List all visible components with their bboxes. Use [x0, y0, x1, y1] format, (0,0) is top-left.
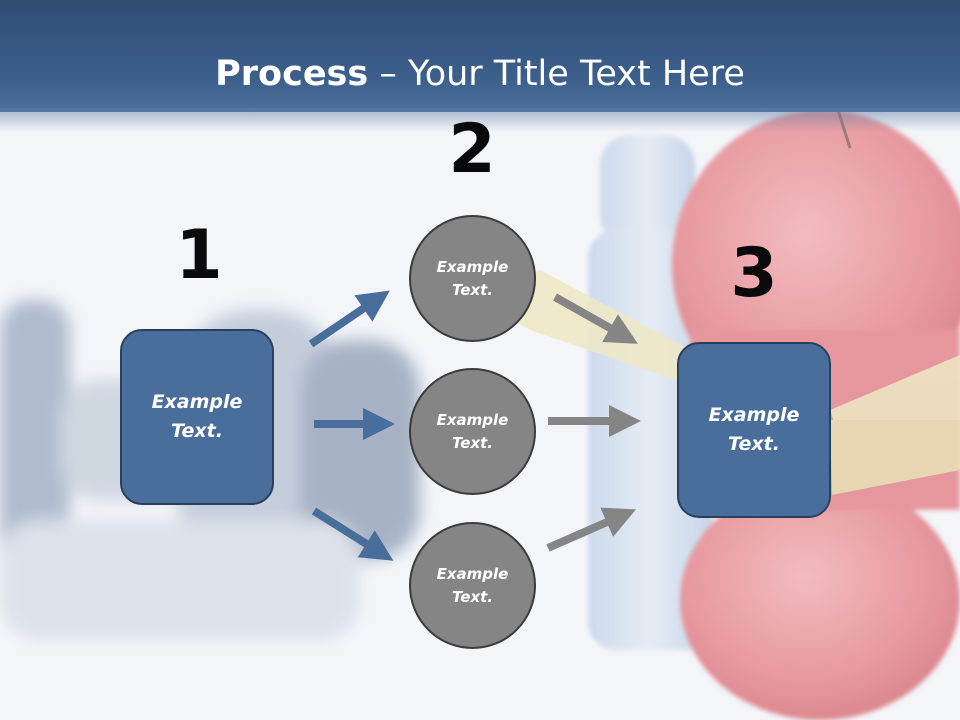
step-number-1: 1	[175, 216, 223, 295]
process-box-right-text: Example Text.	[708, 404, 800, 455]
arrow-from-bottom-circle	[546, 507, 636, 552]
arrow-to-bottom-circle	[311, 507, 394, 561]
title-bar-fade	[0, 108, 960, 132]
step-number-2: 2	[448, 110, 496, 189]
step-number-3: 3	[730, 234, 778, 313]
title-bold: Process	[215, 54, 369, 94]
process-box-left: Example Text.	[120, 329, 274, 505]
arrow-to-top-circle	[308, 290, 390, 348]
process-circle-middle-text: Example Text.	[436, 410, 509, 452]
title-rest: – Your Title Text Here	[368, 54, 745, 94]
process-box-left-text: Example Text.	[151, 391, 243, 442]
title-bar	[0, 0, 960, 112]
process-circle-bottom-text: Example Text.	[436, 564, 509, 606]
process-circle-top: Example Text.	[409, 215, 536, 342]
process-circle-middle: Example Text.	[409, 368, 536, 495]
arrow-from-top-circle	[553, 293, 638, 344]
process-box-right: Example Text.	[677, 342, 831, 518]
process-circle-bottom: Example Text.	[409, 522, 536, 649]
slide-title: Process – Your Title Text Here	[0, 52, 960, 96]
process-circle-top-text: Example Text.	[436, 257, 509, 299]
